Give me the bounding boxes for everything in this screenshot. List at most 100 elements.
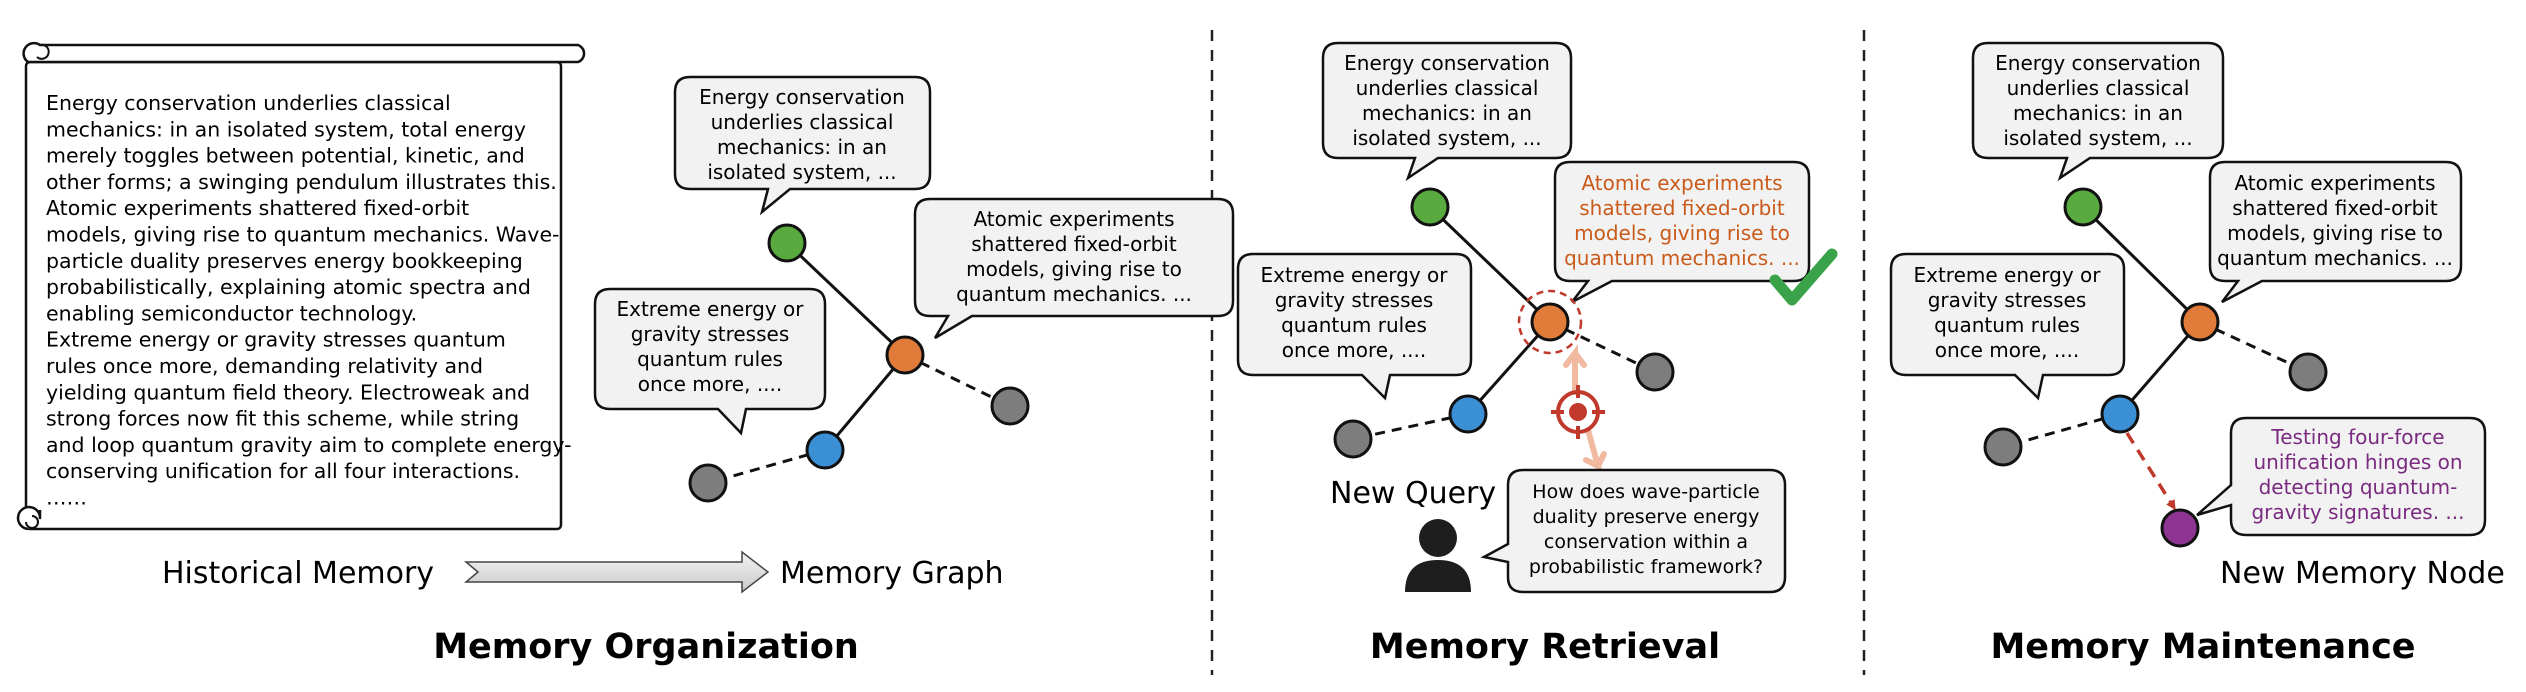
graph-node-blue bbox=[2100, 394, 2140, 434]
graph-node-purple bbox=[2160, 508, 2200, 548]
bubble-text-line: gravity stresses bbox=[631, 322, 790, 346]
graph-node-blue bbox=[1448, 394, 1488, 434]
bubble-text-line: models, giving rise to bbox=[966, 257, 1182, 281]
bubble-text-line: underlies classical bbox=[1356, 76, 1539, 100]
retrieval-title: Memory Retrieval bbox=[1370, 627, 1720, 667]
scroll-text-line: and loop quantum gravity aim to complete… bbox=[46, 433, 572, 457]
bubble-text-line: models, giving rise to bbox=[1574, 221, 1790, 245]
bubble-text-line: gravity stresses bbox=[1275, 288, 1434, 312]
scroll-text-line: …… bbox=[46, 485, 87, 509]
bubble-text-line: quantum rules bbox=[1934, 313, 2080, 337]
arrow-right-icon bbox=[463, 550, 770, 594]
bubble-text-line: mechanics: in an bbox=[1362, 101, 1532, 125]
scroll-text-line: yielding quantum field theory. Electrowe… bbox=[46, 380, 530, 404]
bubble-text-line: quantum mechanics. ... bbox=[1564, 246, 1800, 270]
graph-node-green bbox=[1410, 187, 1450, 227]
graph-node-gray bbox=[1333, 419, 1373, 459]
historical-memory-label: Historical Memory bbox=[162, 556, 434, 591]
new-query-label: New Query bbox=[1330, 476, 1496, 511]
edge-dashed bbox=[1352, 412, 1469, 441]
bubble-text-line: gravity stresses bbox=[1928, 288, 2087, 312]
graph-node-orange bbox=[2180, 302, 2220, 342]
bubble-text-line: shattered fixed-orbit bbox=[2232, 196, 2438, 220]
bubble-text-line: quantum rules bbox=[637, 347, 783, 371]
graph-node-gray bbox=[2288, 352, 2328, 392]
target-icon bbox=[1551, 344, 1607, 472]
graph-node-green bbox=[767, 223, 807, 263]
bubble-text-line: mechanics: in an bbox=[2013, 101, 2183, 125]
graph-node-blue bbox=[805, 430, 845, 470]
bubble-text-line: quantum mechanics. ... bbox=[2217, 246, 2453, 270]
bubble-text-line: mechanics: in an bbox=[717, 135, 887, 159]
query-text-line: duality preserve energy bbox=[1533, 506, 1760, 528]
bubble-text-line: Extreme energy or bbox=[616, 297, 804, 321]
bubble-text-line: isolated system, ... bbox=[1352, 126, 1541, 150]
bubble-text-line: Atomic experiments bbox=[2234, 171, 2435, 195]
edge-solid bbox=[2118, 321, 2202, 415]
scroll-text-line: enabling semiconductor technology. bbox=[46, 301, 417, 325]
edge-solid bbox=[785, 241, 907, 357]
edge-solid bbox=[823, 354, 907, 451]
scroll-text-line: probabilistically, explaining atomic spe… bbox=[46, 275, 531, 299]
edge-solid bbox=[1428, 205, 1552, 324]
bubble-text-line: Energy conservation bbox=[1995, 51, 2201, 75]
scroll-text-line: Extreme energy or gravity stresses quant… bbox=[46, 328, 506, 352]
bubble-text-line: Extreme energy or bbox=[1260, 263, 1448, 287]
graph-node-orange bbox=[885, 335, 925, 375]
scroll-text-line: Energy conservation underlies classical bbox=[46, 91, 451, 115]
bubble-text-line: underlies classical bbox=[711, 110, 894, 134]
scroll-text-line: merely toggles between potential, kineti… bbox=[46, 144, 525, 168]
scroll-text-line: Atomic experiments shattered fixed-orbit bbox=[46, 196, 469, 220]
scroll-icon bbox=[16, 41, 586, 531]
bubble-text-line: isolated system, ... bbox=[2003, 126, 2192, 150]
maintenance-title: Memory Maintenance bbox=[1990, 627, 2415, 667]
bubble-text-line: Extreme energy or bbox=[1913, 263, 2101, 287]
graph-node-orange bbox=[1530, 302, 1570, 342]
bubble-text-line: models, giving rise to bbox=[2227, 221, 2443, 245]
organization-title: Memory Organization bbox=[433, 627, 859, 667]
graph-node-gray bbox=[1983, 427, 2023, 467]
graph-node-gray bbox=[1635, 352, 1675, 392]
bubble-text-line: underlies classical bbox=[2007, 76, 2190, 100]
query-text-line: conservation within a bbox=[1544, 531, 1748, 553]
new-edge-arrow bbox=[2125, 432, 2176, 511]
bubble-text-line: Atomic experiments bbox=[1581, 171, 1782, 195]
scroll-text-line: other forms; a swinging pendulum illustr… bbox=[46, 170, 557, 194]
new-memory-text-line: gravity signatures. ... bbox=[2251, 500, 2464, 524]
edge-solid bbox=[1466, 321, 1552, 415]
scroll-text-line: conserving unification for all four inte… bbox=[46, 459, 520, 483]
graph-node-gray bbox=[990, 386, 1030, 426]
graph-node-green bbox=[2063, 187, 2103, 227]
bubble-text-line: once more, .... bbox=[1282, 338, 1427, 362]
bubble-text-line: Energy conservation bbox=[1344, 51, 1550, 75]
scroll-text-line: mechanics: in an isolated system, total … bbox=[46, 117, 526, 141]
checkmark-icon bbox=[1769, 248, 1838, 306]
bubble-text-line: once more, .... bbox=[1935, 338, 2080, 362]
new-memory-node-label: New Memory Node bbox=[2220, 556, 2505, 591]
memory-graph-label: Memory Graph bbox=[780, 556, 1004, 591]
edge-dashed bbox=[2002, 412, 2121, 449]
graph-node-gray bbox=[688, 463, 728, 503]
bubble-text-line: quantum rules bbox=[1281, 313, 1427, 337]
edge-solid bbox=[2081, 205, 2202, 324]
scroll-text-line: particle duality preserves energy bookke… bbox=[46, 249, 523, 273]
bubble-text-line: shattered fixed-orbit bbox=[971, 232, 1177, 256]
